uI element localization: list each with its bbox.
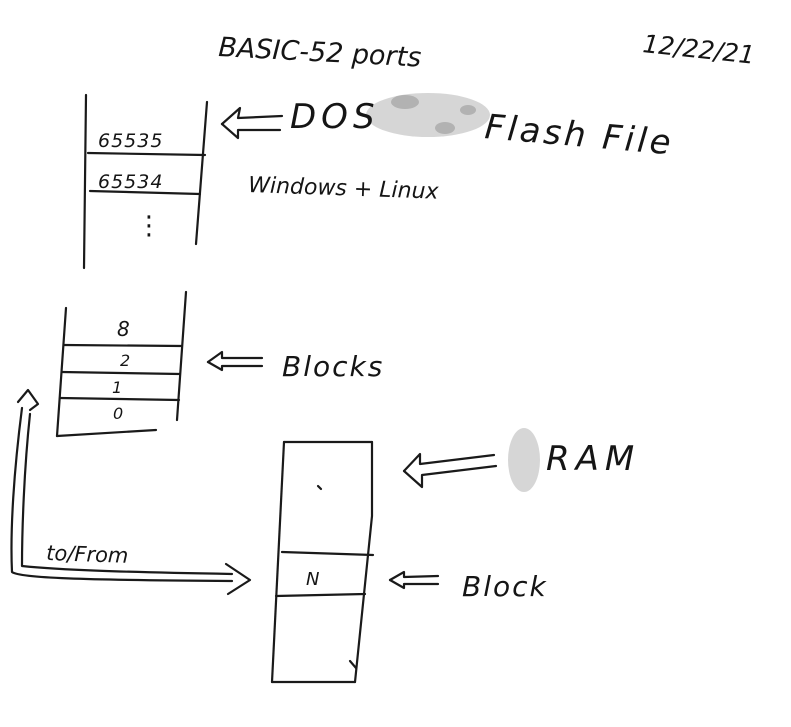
block-row-1: 1	[112, 378, 122, 397]
flash-row-65535: 65535	[98, 130, 163, 152]
blocks-stack: 8 2 1 0	[55, 290, 188, 438]
flash-sublabel: Windows + Linux	[248, 173, 440, 205]
flash-file-stack: 65535 65534 ⋮	[82, 93, 209, 270]
blocks-pointer-arrow-icon	[206, 350, 264, 372]
block-row-0: 0	[113, 404, 123, 423]
date-stamp: 12/22/21	[641, 29, 756, 70]
transfer-label: to/From	[46, 541, 129, 568]
eraser-smudge	[366, 93, 540, 492]
ram-block-n: N	[306, 569, 319, 590]
flash-ellipsis: ⋮	[136, 211, 162, 241]
ram-pointer-arrow-icon	[402, 452, 498, 489]
ram-block-label: Block	[462, 570, 548, 603]
flash-label-file: Flash File	[483, 107, 675, 163]
blocks-label: Blocks	[282, 350, 384, 383]
ram-stack: N	[270, 440, 375, 684]
flash-label-dos: DOS	[290, 97, 380, 137]
block-row-8: 8	[117, 317, 130, 341]
block-row-2: 2	[120, 351, 130, 370]
flash-row-65534: 65534	[98, 171, 163, 193]
ram-block-pointer-arrow-icon	[388, 570, 440, 590]
transfer-arrow-icon	[10, 388, 252, 596]
page-title: BASIC-52 ports	[218, 32, 422, 74]
ram-label: RAM	[546, 439, 640, 479]
flash-pointer-arrow-icon	[220, 106, 284, 140]
